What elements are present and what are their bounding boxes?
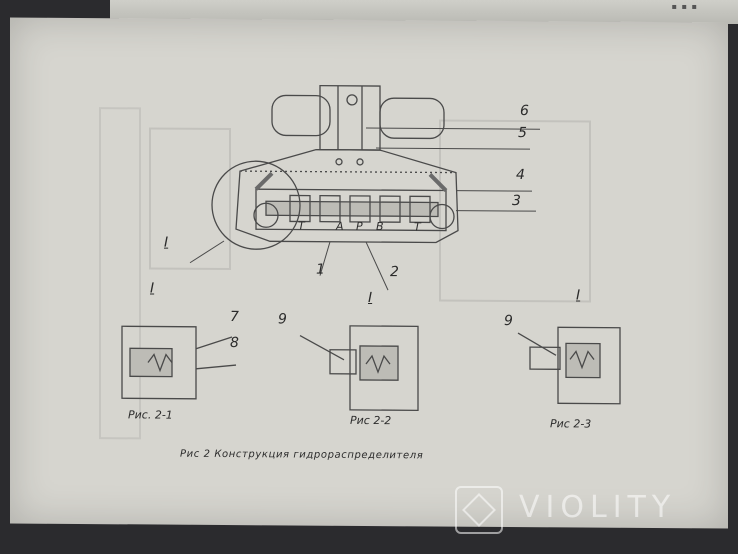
detail-circle [211,160,301,250]
figure-caption: Рис 2 Конструкция гидрораспределителя [180,448,424,462]
port-letter-t-left: T [298,219,305,233]
port-letter-b: B [376,220,384,234]
watermark-text: VIOLITY [519,490,677,525]
part-number-9-b: 9 [504,312,513,330]
part-number-8: 8 [230,335,239,352]
part-number-1: 1 [316,261,325,278]
hydraulic-valve-drawing [121,85,621,411]
detail-view-3 [517,326,621,405]
subfigure-caption-2-1: Рис. 2-1 [128,408,173,422]
port-letter-p: P [356,219,363,233]
watermark: VIOLITY [455,484,725,534]
valve-body [235,148,459,244]
detail-view-1 [121,325,237,400]
detail-mark-main: I [164,234,169,251]
port-letter-a: A [336,219,344,233]
port-letter-t-right: T [414,220,421,234]
part-number-3: 3 [512,192,521,210]
subfigure-caption-2-2: Рис 2-2 [350,413,392,428]
detail-mark-fig-2-1: I [150,280,155,297]
actuator [271,85,445,151]
part-number-4: 4 [516,167,525,184]
part-number-5: 5 [518,125,527,142]
leader-lines [189,127,540,291]
part-number-9-a: 9 [278,311,287,328]
subfigure-caption-2-3: Рис 2-3 [550,417,592,431]
bleed-through-drawing [99,107,591,440]
adjacent-page-text: ▪ ▪ ▪ [671,2,698,11]
part-number-7: 7 [230,309,239,326]
detail-mark-fig-2-2: I [368,289,373,307]
part-number-6: 6 [520,103,529,120]
violity-logo-icon [455,486,503,534]
detail-mark-fig-2-3: I [576,287,581,304]
document-page: 6 5 4 3 2 1 7 8 9 9 T A P B T I I I I Ри… [10,17,728,529]
part-number-2: 2 [390,264,399,281]
detail-view-2 [299,325,419,411]
